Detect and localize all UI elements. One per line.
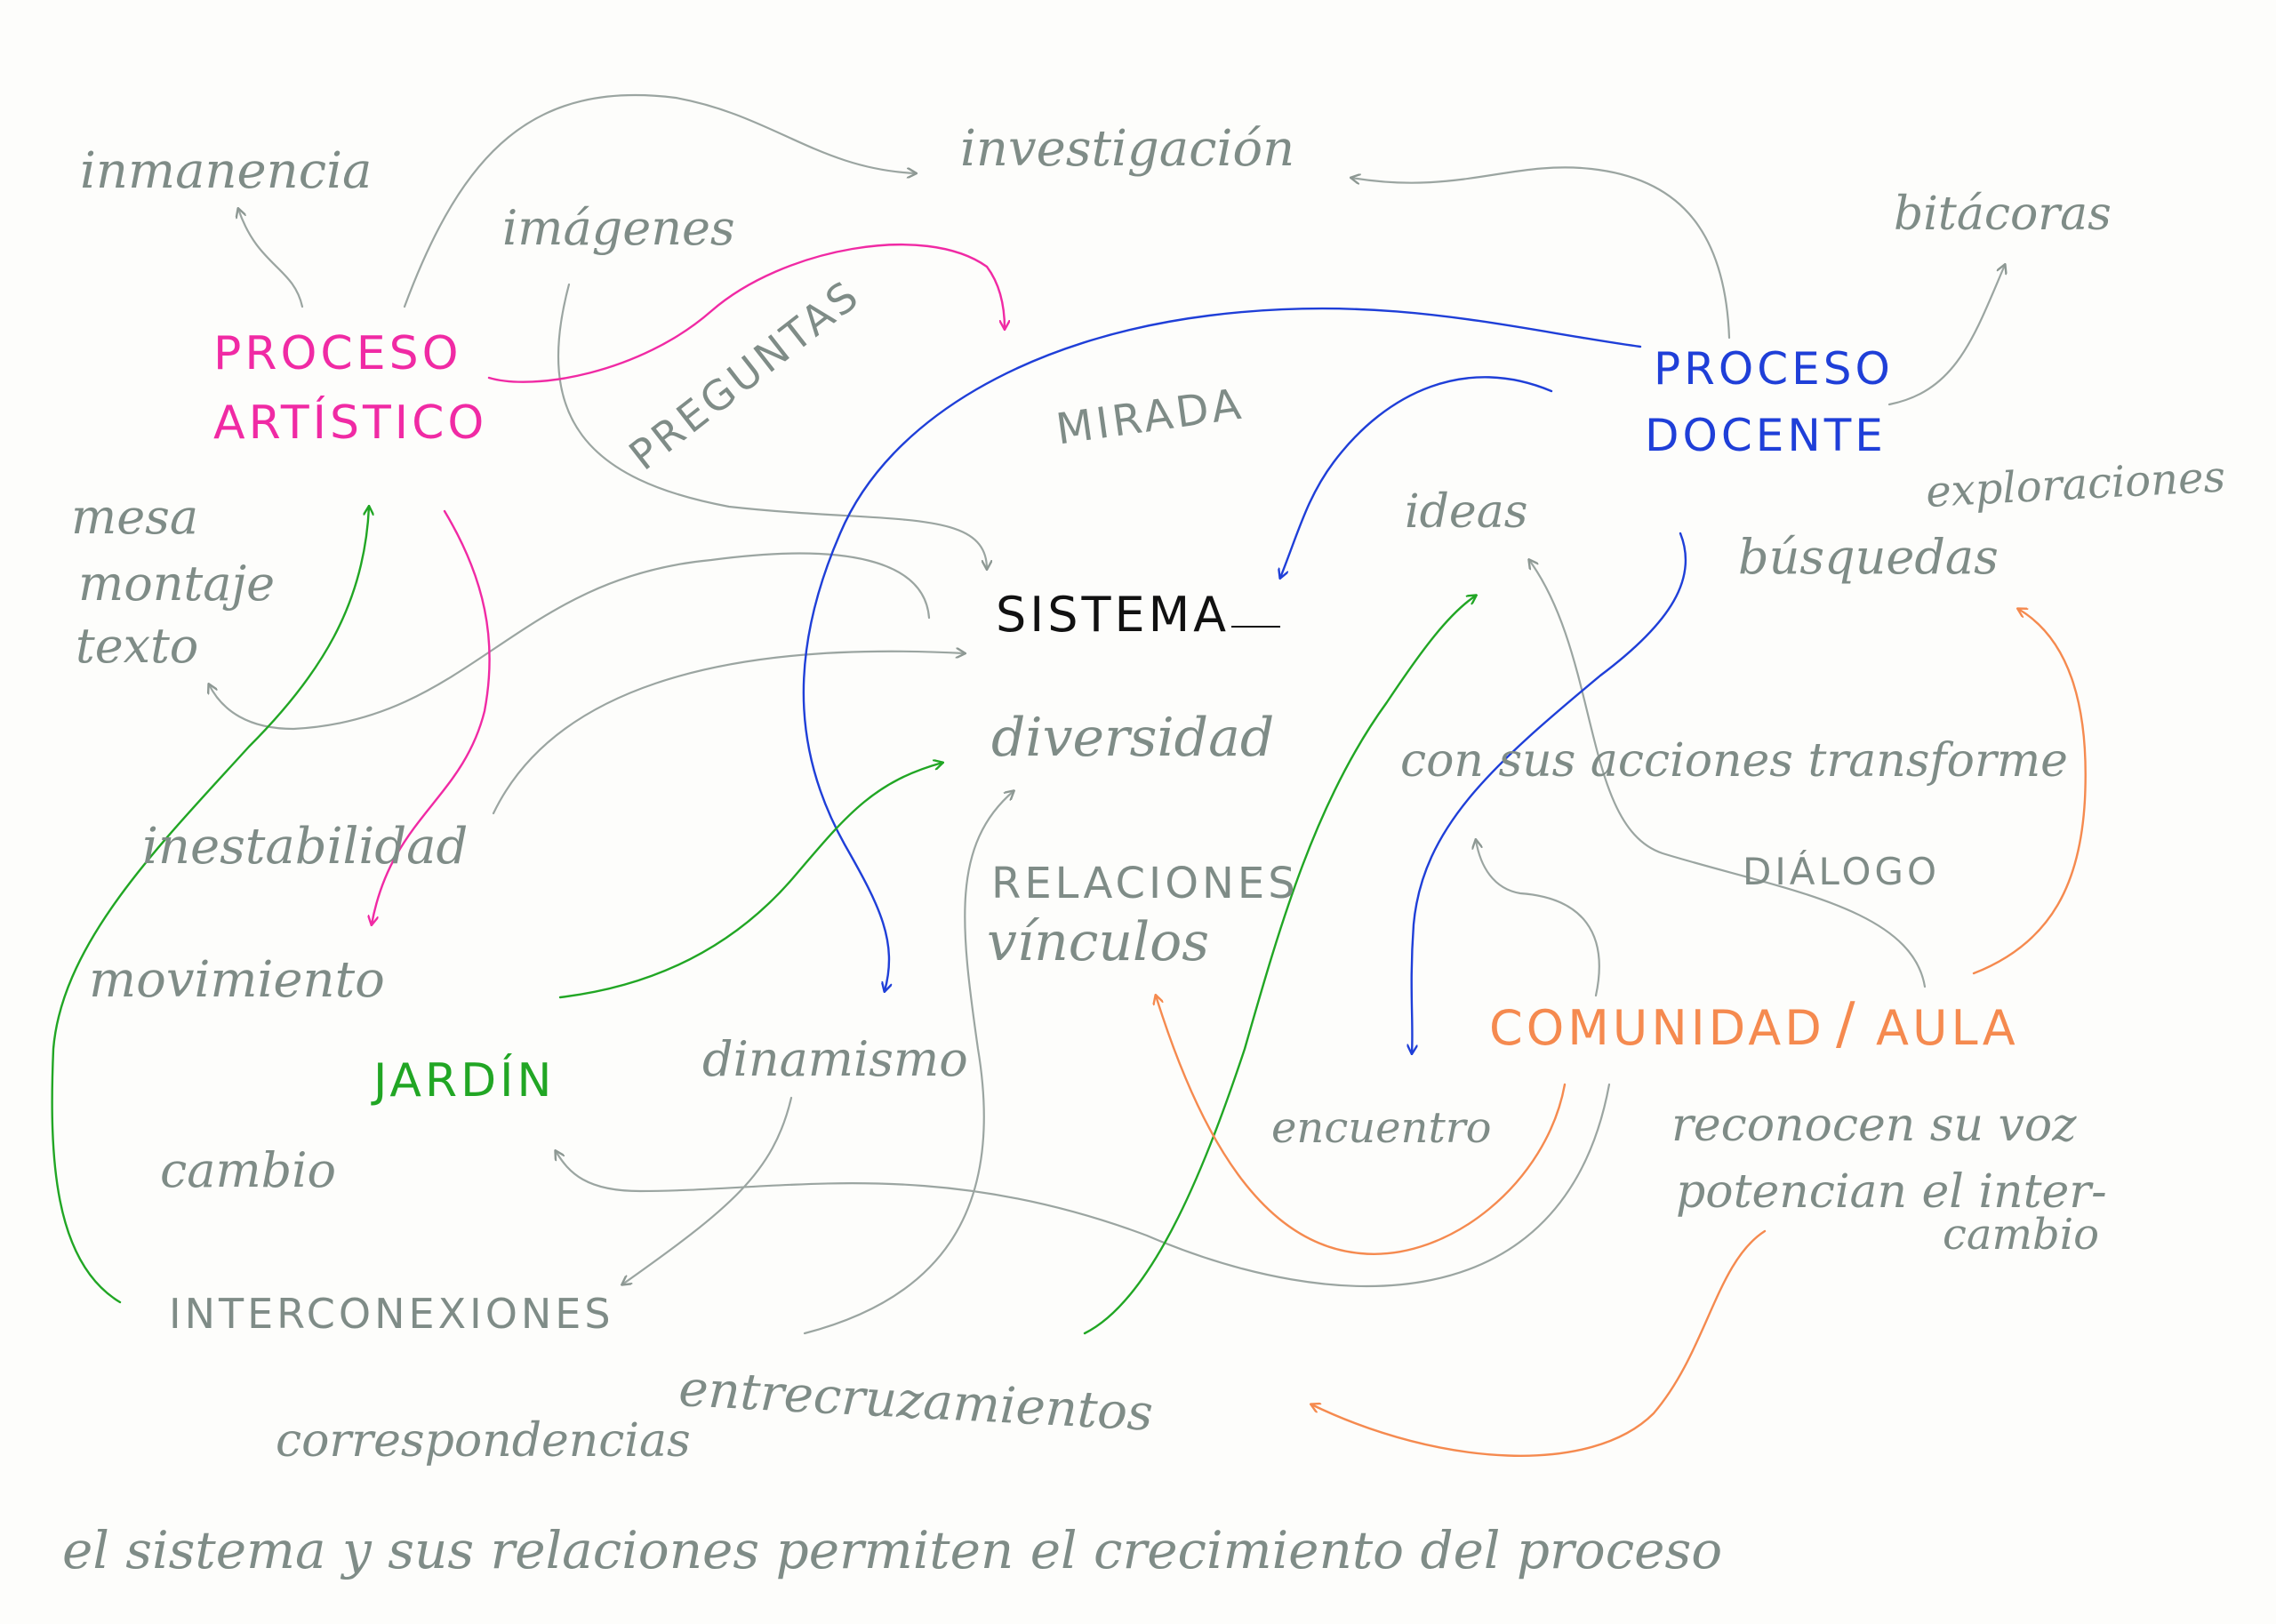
arrow-artistico-to-investigacion bbox=[403, 93, 916, 308]
word-con-sus-acciones: con sus acciones transforme bbox=[1400, 734, 2068, 788]
label-proceso-docente-2: DOCENTE bbox=[1645, 410, 1887, 461]
arrow-interc-to-correspondencias bbox=[1311, 1229, 1767, 1457]
word-ideas: ideas bbox=[1405, 485, 1528, 539]
word-correspondencias: correspondencias bbox=[276, 1414, 691, 1468]
arrow-inestabilidad-to-sistema bbox=[492, 652, 965, 815]
arrow-artistico-to-mirada bbox=[487, 244, 1005, 383]
word-cambio: cambio bbox=[160, 1142, 336, 1198]
word-busquedas: búsquedas bbox=[1738, 529, 1999, 585]
word-inestabilidad: inestabilidad bbox=[142, 818, 469, 876]
word-relaciones: RELACIONES bbox=[991, 859, 1299, 908]
arrow-artistico-to-inmanencia bbox=[238, 209, 304, 308]
word-encuentro: encuentro bbox=[1271, 1103, 1492, 1153]
label-jardin: JARDÍN bbox=[373, 1054, 556, 1108]
bottom-sentence: el sistema y sus relaciones permiten el … bbox=[62, 1520, 1723, 1580]
arrow-comunidad-to-busquedas bbox=[1972, 609, 2087, 975]
word-mesa: mesa bbox=[71, 489, 199, 545]
label-proceso-artistico-2: ARTÍSTICO bbox=[213, 396, 488, 450]
word-inmanencia: inmanencia bbox=[80, 142, 373, 200]
word-dialogo: DIÁLOGO bbox=[1743, 850, 1941, 893]
word-potencian: potencian el inter- bbox=[1676, 1165, 2107, 1219]
word-imagenes: imágenes bbox=[502, 200, 735, 256]
comunidad-slash: / bbox=[1836, 991, 1855, 1057]
arrow-interconexiones-to-artistico bbox=[51, 507, 369, 1304]
word-diversidad: diversidad bbox=[991, 707, 1275, 769]
arrow-docente-to-relaciones bbox=[802, 307, 1642, 991]
word-bitacoras: bitácoras bbox=[1894, 188, 2112, 241]
word-dinamismo: dinamismo bbox=[702, 1031, 968, 1087]
arrow-docente-to-investigacion bbox=[1351, 166, 1731, 340]
word-reconocen: reconocen su voz bbox=[1671, 1099, 2077, 1152]
word-montaje: montaje bbox=[78, 556, 276, 612]
arrow-docente-to-sistema bbox=[1280, 376, 1553, 578]
arrow-sistema-to-texto bbox=[209, 552, 931, 731]
label-proceso-docente-1: PROCESO bbox=[1654, 343, 1894, 395]
arrow-jardin-to-diversidad bbox=[558, 763, 942, 999]
word-interconexiones: INTERCONEXIONES bbox=[169, 1290, 614, 1338]
arrow-comunidad-to-transforme bbox=[1476, 840, 1600, 997]
arrow-entrecruzamientos-to-diversidad bbox=[803, 791, 1014, 1335]
arrow-comunidad-to-vinculos bbox=[1156, 996, 1567, 1255]
label-aula: AULA bbox=[1876, 1000, 2019, 1056]
arrow-dinamismo-to-interconexiones bbox=[622, 1096, 793, 1284]
word-vinculos: vínculos bbox=[987, 911, 1210, 973]
word-investigacion: investigación bbox=[960, 120, 1295, 178]
arrow-docente-to-encuentro bbox=[1412, 532, 1687, 1053]
arrow-comunidad-to-cambio bbox=[556, 1083, 1611, 1288]
word-movimiento: movimiento bbox=[89, 951, 385, 1009]
word-texto: texto bbox=[76, 618, 199, 674]
arrow-artistico-to-movimiento bbox=[372, 509, 491, 924]
arrow-entrecruzamientos-to-ideas bbox=[1083, 596, 1476, 1335]
arrow-comunidad-to-ideas bbox=[1529, 560, 1927, 988]
word-cambio-2: cambio bbox=[1943, 1210, 2099, 1260]
label-sistema: SISTEMA bbox=[996, 587, 1230, 643]
arrow-docente-to-bitacoras bbox=[1887, 265, 2005, 406]
arrow-imagenes-to-sistema bbox=[557, 283, 987, 569]
label-comunidad: COMUNIDAD bbox=[1489, 1000, 1825, 1056]
label-proceso-artistico-1: PROCESO bbox=[213, 327, 462, 380]
